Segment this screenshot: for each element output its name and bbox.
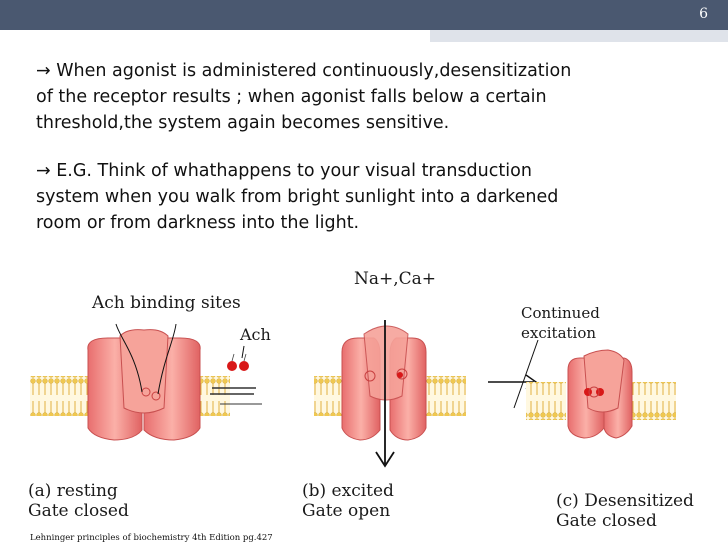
panel-c-caption-line2: Gate closed bbox=[556, 511, 657, 531]
title-bar: 6 bbox=[0, 0, 728, 30]
panel-b-caption-line2: Gate open bbox=[302, 501, 390, 521]
panel-c-caption-line1: (c) Desensitized bbox=[556, 491, 694, 511]
membrane-left bbox=[30, 376, 88, 416]
paragraph-desensitization: → When agonist is administered continuou… bbox=[36, 58, 696, 136]
ion-flow-arrowhead bbox=[375, 451, 395, 468]
ach-molecule bbox=[239, 361, 249, 371]
ions-label: Na+,Ca+ bbox=[354, 269, 436, 289]
membrane-left bbox=[526, 382, 566, 420]
ach-pointer bbox=[241, 345, 245, 359]
paragraph-line: system when you walk from bright sunligh… bbox=[36, 187, 559, 207]
pointer-line bbox=[157, 323, 177, 395]
panel-a-resting bbox=[30, 323, 262, 441]
binding-site bbox=[364, 370, 376, 382]
paragraph-line: of the receptor results ; when agonist f… bbox=[36, 87, 547, 107]
panel-b-caption-line1: (b) excited bbox=[302, 481, 394, 501]
paragraph-example: → E.G. Think of whathappens to your visu… bbox=[36, 158, 696, 236]
continued-label-line2: excitation bbox=[521, 324, 596, 342]
ach-bound bbox=[584, 388, 592, 396]
pointer-line bbox=[115, 323, 143, 393]
binding-site bbox=[151, 391, 161, 401]
ach-stem bbox=[243, 353, 247, 362]
receptor-figure: Ach binding sites Ach Na+,Ca+ Continued … bbox=[24, 258, 704, 540]
ach-binding-sites-label: Ach binding sites bbox=[91, 293, 241, 313]
paragraph-line: → When agonist is administered continuou… bbox=[36, 61, 572, 81]
slide-number: 6 bbox=[699, 6, 708, 22]
channel-subunit bbox=[119, 329, 169, 414]
ach-bound bbox=[397, 372, 403, 378]
ach-label: Ach bbox=[239, 325, 271, 344]
panel-a-caption-line2: Gate closed bbox=[28, 501, 129, 521]
ach-bound bbox=[596, 388, 604, 396]
membrane-left bbox=[314, 376, 342, 416]
title-bar-accent bbox=[430, 30, 728, 42]
membrane-right bbox=[200, 376, 230, 416]
ach-stem bbox=[231, 353, 235, 362]
binding-site bbox=[396, 368, 408, 380]
paragraph-line: room or from darkness into the light. bbox=[36, 213, 360, 233]
membrane-right bbox=[628, 382, 676, 420]
ach-molecule bbox=[227, 361, 237, 371]
paragraph-line: threshold,the system again becomes sensi… bbox=[36, 113, 450, 133]
channel-subunit bbox=[583, 349, 625, 413]
binding-site bbox=[588, 386, 600, 398]
paragraph-line: → E.G. Think of whathappens to your visu… bbox=[36, 161, 532, 181]
panel-c-desensitized bbox=[526, 349, 676, 439]
panel-b-excited bbox=[314, 320, 466, 468]
source-caption: Lehninger principles of biochemistry 4th… bbox=[30, 533, 273, 543]
continued-label-line1: Continued bbox=[521, 304, 600, 322]
excitation-pointer bbox=[513, 339, 539, 409]
channel-subunit bbox=[363, 325, 409, 401]
panel-a-caption-line1: (a) resting bbox=[28, 481, 118, 501]
receptor-diagram: Ach binding sites Ach Na+,Ca+ Continued … bbox=[28, 269, 694, 531]
membrane-right bbox=[426, 376, 466, 416]
